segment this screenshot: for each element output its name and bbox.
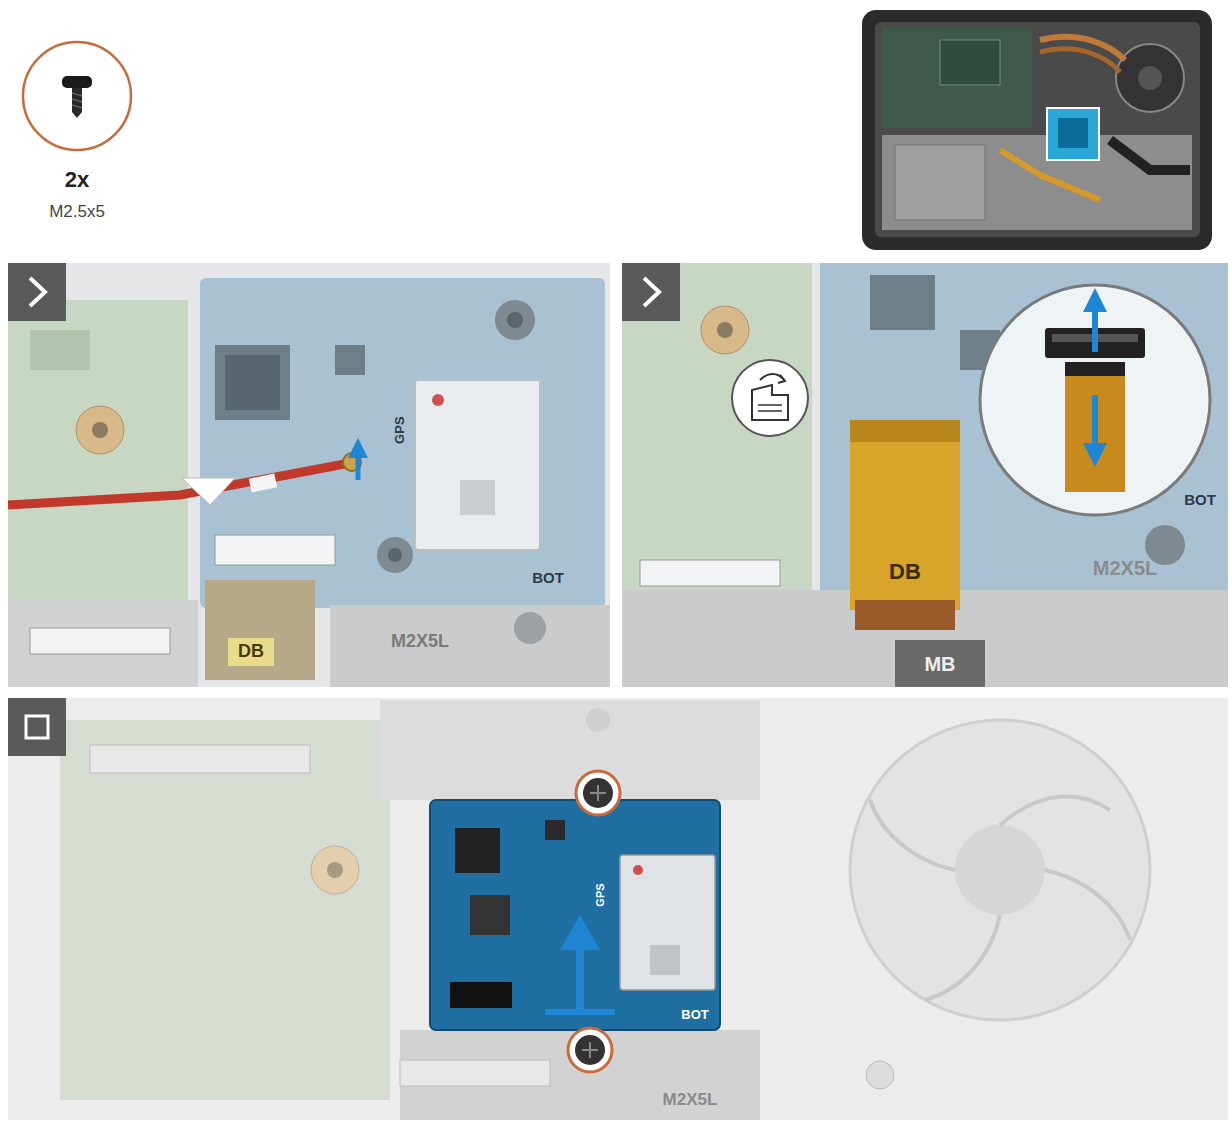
screw-count: 2x [65,168,89,192]
cable-label: MB [924,653,955,675]
step-panel [622,263,1228,687]
step-panel [8,263,610,687]
device-thumbnail [862,10,1212,250]
silkscreen-label: BOT [1184,492,1216,509]
cable-label: DB [889,560,921,584]
screw-size: M2.5x5 [49,203,105,222]
plate-label: M2X5L [1093,557,1157,579]
step-panel [8,698,1228,1120]
plate-label: M2X5L [663,1091,718,1110]
plate-label: M2X5L [391,632,449,652]
screw-icon [23,42,131,150]
silkscreen-label: BOT [681,1008,708,1022]
cable-label: DB [238,642,264,662]
silkscreen-label: GPS [393,416,407,443]
silkscreen-label: GPS [594,883,606,906]
silkscreen-label: BOT [532,570,564,587]
